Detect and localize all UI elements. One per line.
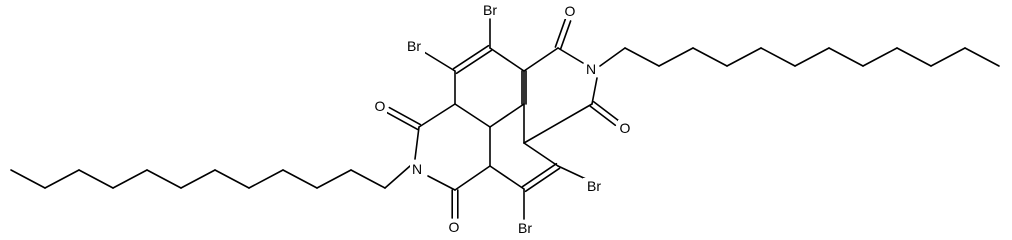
imide-bond	[557, 47, 584, 64]
atom-o-left: O	[373, 98, 387, 114]
c-br-bond	[557, 165, 589, 181]
atom-labels: Br Br Br Br O O O O	[373, 2, 632, 236]
imide-bond	[523, 103, 593, 144]
ring-double-bond	[452, 44, 490, 70]
carbonyl-bond	[388, 106, 422, 126]
dodecyl-chain-right	[930, 47, 966, 67]
ring-double-bond	[521, 162, 558, 188]
dodecyl-chain-right	[862, 47, 898, 67]
atom-br-bottom-left: Br	[514, 220, 536, 236]
ring-bond	[489, 103, 525, 128]
dodecyl-chain-right	[658, 47, 694, 67]
dodecyl-chain-left	[384, 165, 411, 189]
atom-n-right: N	[584, 61, 598, 77]
dodecyl-chain-left	[350, 169, 386, 189]
dodecyl-chain-left	[316, 169, 352, 189]
atom-label-n-right: N	[586, 61, 596, 77]
ring-bond	[489, 47, 525, 72]
dodecyl-chain-left	[282, 169, 318, 189]
atom-label-o-right: O	[620, 120, 631, 136]
ring-bond	[523, 142, 559, 167]
atom-label-br-bottom-left: Br	[518, 220, 532, 236]
dodecyl-chain-right	[692, 47, 728, 67]
dodecyl-chain-right	[794, 47, 830, 67]
dodecyl-chain-left	[180, 169, 216, 189]
ring-bond	[489, 165, 525, 190]
dodecyl-chain-right	[964, 47, 1000, 67]
carbonyl-bond	[559, 20, 572, 50]
dodecyl-chain-right	[760, 47, 796, 67]
atom-br-top-right: Br	[479, 2, 501, 18]
atom-label-o-bottom: O	[449, 219, 460, 235]
ring-bond	[454, 103, 491, 128]
carbonyl-bond	[592, 100, 620, 122]
atom-o-top: O	[563, 3, 577, 19]
imide-bond	[591, 77, 598, 105]
atom-o-bottom: O	[447, 219, 461, 235]
dodecyl-chain-left	[44, 169, 80, 189]
bond-lines	[10, 18, 1000, 220]
carbonyl-bond	[385, 111, 419, 131]
dodecyl-chain-right	[896, 47, 932, 67]
dodecyl-chain-left	[112, 169, 148, 189]
atom-label-br-bottom-right: Br	[587, 178, 601, 194]
imide-bond	[523, 47, 559, 72]
dodecyl-chain-left	[248, 169, 284, 189]
dodecyl-chain-right	[599, 47, 626, 67]
atom-label-n-left: N	[412, 161, 422, 177]
carbonyl-bond	[554, 18, 567, 48]
imide-bond	[418, 103, 456, 128]
dodecyl-chain-right	[624, 47, 660, 67]
dodecyl-chain-right	[726, 47, 762, 67]
atom-label-br-top-left: Br	[407, 38, 421, 54]
ring-double-bond	[524, 167, 561, 193]
dodecyl-chain-left	[10, 169, 46, 189]
atom-br-bottom-right: Br	[583, 178, 605, 194]
atom-n-left: N	[410, 161, 424, 177]
atom-label-o-top: O	[565, 3, 576, 19]
carbonyl-bond	[589, 105, 617, 127]
imide-bond	[454, 165, 491, 191]
dodecyl-chain-left	[146, 169, 182, 189]
atom-label-br-top-right: Br	[483, 2, 497, 18]
atom-o-right: O	[618, 120, 632, 136]
imide-bond	[427, 175, 456, 191]
atom-br-top-left: Br	[403, 38, 425, 54]
ring-double-bond	[455, 49, 493, 75]
dodecyl-chain-left	[214, 169, 250, 189]
atom-label-o-left: O	[375, 98, 386, 114]
dodecyl-chain-left	[78, 169, 114, 189]
dodecyl-chain-right	[828, 47, 864, 67]
imide-bond	[414, 126, 420, 160]
c-br-bond	[423, 51, 456, 72]
